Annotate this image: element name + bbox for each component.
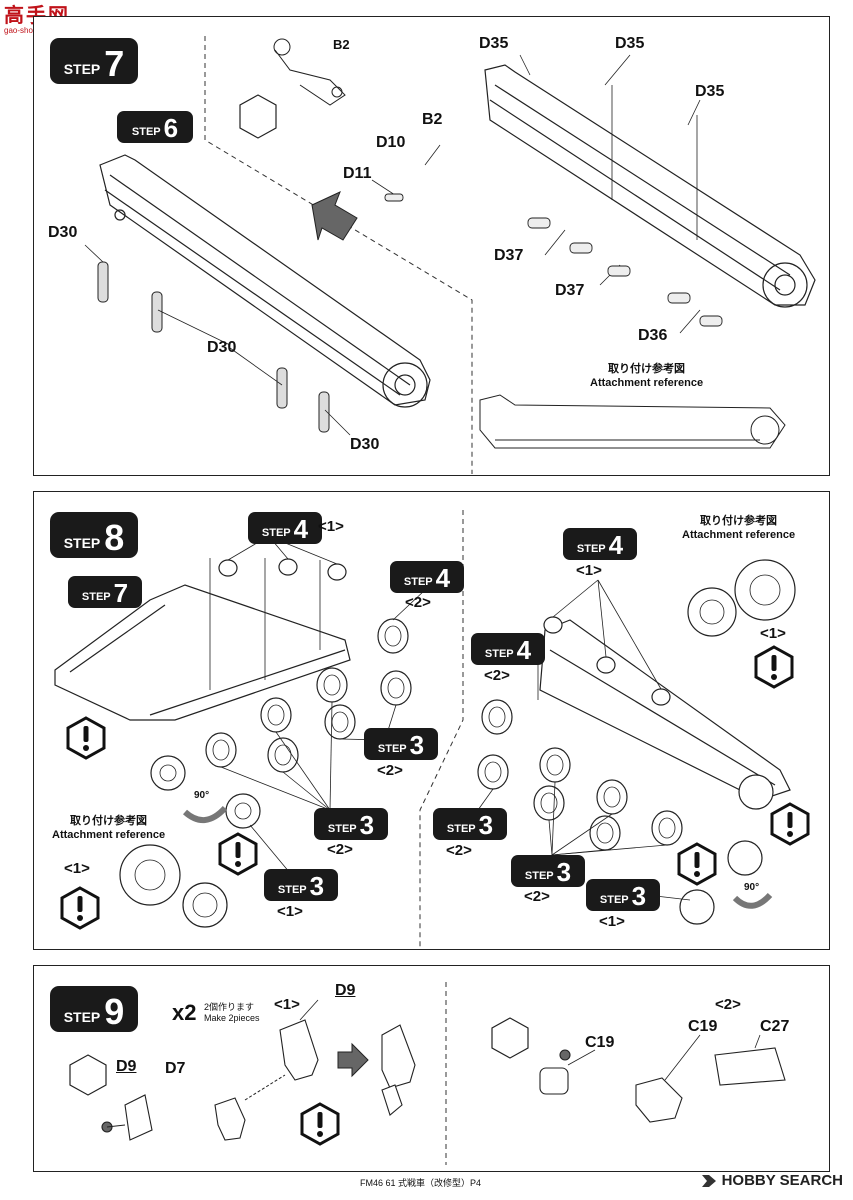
watermark-url: gao-shou.com [4, 26, 55, 35]
step8-right-step4-top: STEP 4 [563, 528, 637, 560]
warning-icon [677, 842, 717, 886]
step9-bracket-1: <1> [274, 996, 300, 1013]
step9-badge: STEP 9 [50, 986, 138, 1032]
label-d35-c: D35 [695, 83, 725, 100]
step8-left-attachment-bracket: <1> [64, 860, 90, 877]
step9-multiplier: x2 [172, 1000, 197, 1025]
label-d36: D36 [638, 327, 668, 344]
step8-right-step3-b-bracket: <2> [524, 888, 550, 905]
step8-right-step4-left: STEP 4 [471, 633, 545, 665]
label-c27: C27 [760, 1018, 790, 1035]
step8-left-step4-right-bracket: <2> [405, 594, 431, 611]
step7-word: STEP [63, 61, 101, 77]
label-d37-a: D37 [494, 247, 524, 264]
warning-icon [218, 832, 258, 876]
step8-right-step3-c: STEP 3 [586, 879, 660, 911]
label-d35-a: D35 [479, 35, 509, 52]
label-c19-b: C19 [688, 1018, 718, 1035]
step8-left-step3-b: STEP 3 [314, 808, 388, 840]
label-d30-c: D30 [350, 436, 380, 453]
step8-left-step3-c: STEP 3 [264, 869, 338, 901]
label-b2-mid: B2 [422, 111, 443, 128]
label-d9-top: D9 [335, 982, 356, 999]
label-d30-a: D30 [48, 224, 78, 241]
label-d11: D11 [343, 165, 372, 182]
step8-right-attachment-bracket: <1> [760, 625, 786, 642]
label-d10: D10 [376, 134, 406, 151]
step8-right-step3-a-bracket: <2> [446, 842, 472, 859]
warning-icon [66, 716, 106, 760]
warning-icon [754, 645, 794, 689]
step8-left-step4-right: STEP 4 [390, 561, 464, 593]
step8-right-step3-a: STEP 3 [433, 808, 507, 840]
step7-attachment-reference: 取り付け参考図 Attachment reference [590, 363, 704, 389]
step7-panel [33, 16, 830, 476]
step8-left-step4-top-bracket: <1> [318, 518, 344, 535]
hobby-search-logo: HOBBY SEARCH [700, 1172, 843, 1189]
warning-icon [60, 886, 100, 930]
step8-left-step3-a: STEP 3 [364, 728, 438, 760]
step8-right-step3-b: STEP 3 [511, 855, 585, 887]
step8-right-step3-c-bracket: <1> [599, 913, 625, 930]
step8-badge: STEP 8 [50, 512, 138, 558]
warning-icon [770, 802, 810, 846]
step8-left-step3-a-bracket: <2> [377, 762, 403, 779]
step8-right-attachment-reference: 取り付け参考図 Attachment reference [682, 515, 796, 541]
step9-make-note: 2個作ります Make 2pieces [204, 1002, 260, 1023]
label-d35-b: D35 [615, 35, 645, 52]
step8-left-step4-top: STEP 4 [248, 512, 322, 544]
step8-left-rotation: 90° [194, 790, 210, 801]
step7-badge: STEP 7 [50, 38, 138, 84]
step7-ref-step6: STEP 6 [117, 111, 193, 143]
step8-right-rotation: 90° [744, 882, 760, 893]
step8-right-step4-left-bracket: <2> [484, 667, 510, 684]
step9-panel [33, 965, 830, 1172]
label-d9-left: D9 [116, 1058, 137, 1075]
step8-left-step3-b-bracket: <2> [327, 841, 353, 858]
step8-left-attachment-reference: 取り付け参考図 Attachment reference [52, 815, 166, 841]
label-d37-b: D37 [555, 282, 585, 299]
label-b2-top: B2 [333, 37, 350, 52]
hobby-search-mark-icon [701, 1174, 716, 1187]
step8-left-step3-c-bracket: <1> [277, 903, 303, 920]
step8-ref-step7: STEP 7 [68, 576, 142, 608]
step7-number: 7 [104, 43, 125, 84]
step8-right-step4-top-bracket: <1> [576, 562, 602, 579]
label-d30-b: D30 [207, 339, 237, 356]
warning-icon [300, 1102, 340, 1146]
step9-bracket-2: <2> [715, 996, 741, 1013]
label-c19-a: C19 [585, 1034, 615, 1051]
label-d7: D7 [165, 1060, 186, 1077]
page-footer: FM46 61 式戦車（改修型）P4 [360, 1178, 482, 1188]
